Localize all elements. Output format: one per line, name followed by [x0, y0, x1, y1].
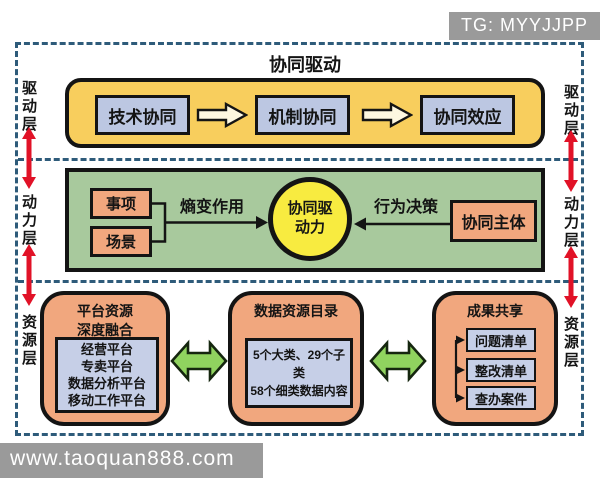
platform-list: 经营平台 专卖平台 数据分析平台 移动工作平台: [55, 337, 159, 413]
layer-label-drive-left: 驱动层: [20, 80, 37, 134]
data-catalog-card: 数据资源目录 5个大类、29个子类 58个细类数据内容: [228, 291, 364, 426]
data-catalog-box: 5个大类、29个子类 58个细类数据内容: [245, 338, 353, 408]
layer-label-power-left: 动力层: [20, 194, 37, 248]
data-catalog-line: 58个细类数据内容: [250, 384, 348, 398]
layer-label-resource-left: 资源层: [20, 314, 37, 368]
drive-layer-panel: 技术协同 机制协同 协同效应: [65, 78, 545, 148]
site-watermark: www.taoquan888.com: [0, 443, 263, 478]
node-matter: 事项: [90, 188, 152, 219]
layer-label-drive-right: 驱动层: [562, 84, 579, 138]
data-catalog-title: 数据资源目录: [254, 303, 338, 319]
red-double-arrow-icon: [564, 130, 578, 192]
node-scene: 场景: [90, 226, 152, 257]
red-double-arrow-icon: [22, 127, 36, 189]
result-item-problems: 问题清单: [466, 328, 536, 352]
red-double-arrow-icon: [564, 246, 578, 308]
data-catalog-line: 5个大类、29个子类: [252, 348, 346, 380]
results-card-title: 成果共享: [467, 303, 523, 319]
result-item-rectification: 整改清单: [466, 358, 536, 382]
entropy-effect-label: 熵变作用: [179, 199, 244, 216]
block-arrow-right-icon: [361, 102, 413, 128]
node-tech-synergy: 技术协同: [95, 95, 190, 135]
platform-item: 经营平台: [80, 342, 133, 357]
platform-item: 专卖平台: [80, 359, 133, 374]
platform-card-title: 平台资源 深度融合: [77, 303, 133, 338]
results-sharing-card: 成果共享 问题清单 整改清单 查办案件: [432, 291, 558, 426]
tg-watermark: TG: MYYJJPP: [448, 12, 600, 40]
behavior-decision-label: 行为决策: [373, 199, 438, 216]
result-item-cases: 查办案件: [466, 386, 536, 410]
power-layer-panel: 事项 场景 熵变作用 协同驱 动力 行为决策 协同主体: [65, 168, 545, 272]
platform-item: 移动工作平台: [67, 393, 146, 408]
red-double-arrow-icon: [22, 244, 36, 306]
node-mechanism-synergy: 机制协同: [255, 95, 350, 135]
platform-item: 数据分析平台: [67, 376, 146, 391]
block-arrow-right-icon: [196, 102, 248, 128]
node-synergy-driving-force: 协同驱 动力: [268, 177, 352, 261]
dashed-frame: [15, 42, 584, 436]
layer-label-resource-right: 资源层: [562, 316, 579, 370]
node-synergy-subject: 协同主体: [450, 200, 537, 242]
top-section-title: 协同驱动: [269, 55, 341, 75]
results-connector-lines: [454, 335, 465, 403]
green-double-arrow-icon: [170, 339, 228, 383]
node-synergy-effect: 协同效应: [420, 95, 515, 135]
layer-separator-bottom: [18, 280, 578, 283]
layer-label-power-right: 动力层: [562, 196, 579, 250]
layer-separator-top: [18, 158, 578, 161]
platform-resource-card: 平台资源 深度融合 经营平台 专卖平台 数据分析平台 移动工作平台: [40, 291, 170, 426]
green-double-arrow-icon: [369, 339, 427, 383]
